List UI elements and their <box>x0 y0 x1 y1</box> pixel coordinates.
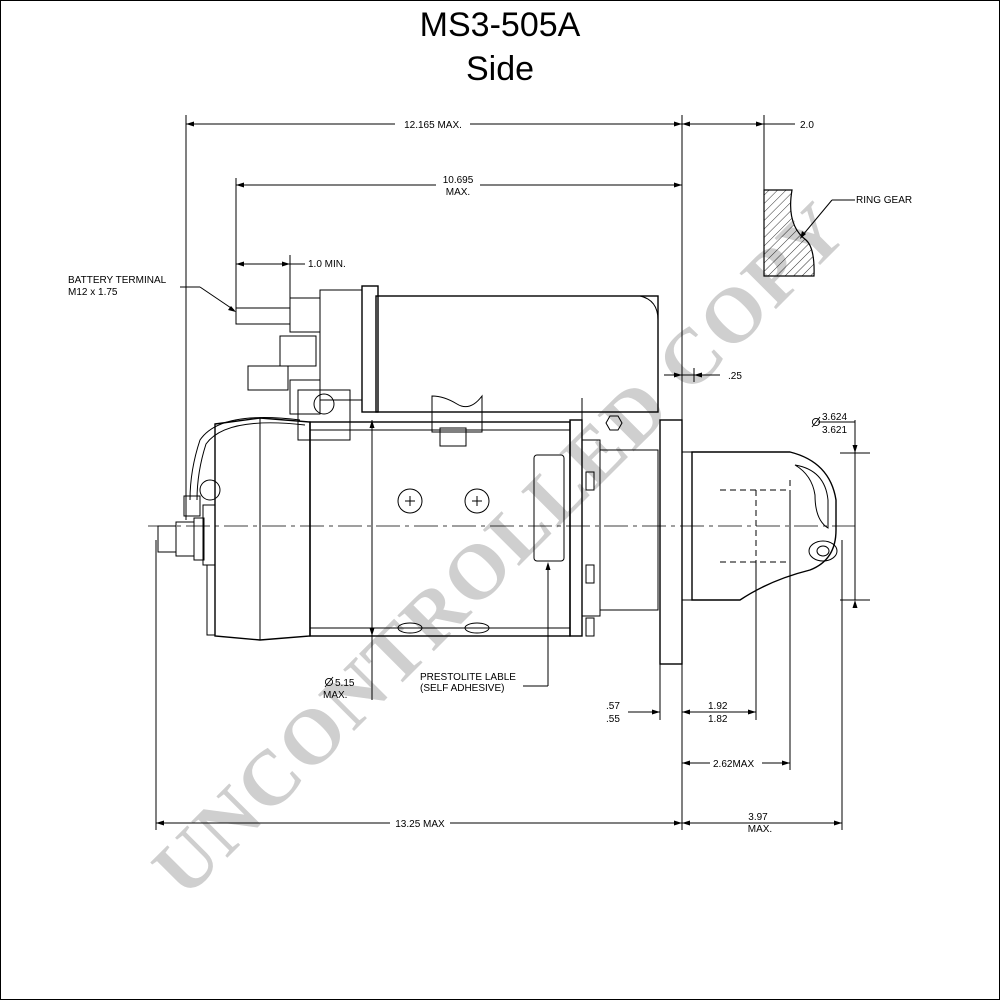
self-adhesive-label: (SELF ADHESIVE) <box>420 683 504 694</box>
dim-overall-max: 12.165 MAX. <box>404 120 462 131</box>
diameter-icon <box>324 676 334 688</box>
dim-body-max-unit: MAX. <box>446 187 470 198</box>
dim-nose-max: 2.62MAX <box>713 759 754 770</box>
dim-body-dia-unit: MAX. <box>323 690 347 701</box>
leader-lines <box>180 199 855 687</box>
dim-terminal-min: 1.0 MIN. <box>308 259 346 270</box>
dim-body-max-value: 10.695 <box>443 175 474 186</box>
solenoid <box>235 285 659 447</box>
watermark-text: UNCONTROLLED COPY <box>136 184 864 912</box>
dim-total-max: 13.25 MAX <box>395 819 445 830</box>
dim-body-dia-value: 5.15 <box>335 678 355 689</box>
diameter-icon <box>811 416 821 428</box>
ring-gear-label: RING GEAR <box>856 195 912 206</box>
dim-flange-lower: .55 <box>606 714 620 725</box>
dim-pilot-dia-lower: 3.621 <box>822 425 847 436</box>
dim-front-unit: MAX. <box>748 824 772 835</box>
prestolite-label: PRESTOLITE LABLE <box>420 672 516 683</box>
dimension-lines <box>156 121 858 826</box>
dim-pinion-upper: 1.92 <box>708 701 728 712</box>
dim-pilot-dia-upper: 3.624 <box>822 412 847 423</box>
model-title: MS3-505A <box>419 6 581 44</box>
starter-motor-body <box>157 417 838 665</box>
view-title: Side <box>465 50 535 88</box>
dim-flange-gap: .25 <box>728 371 742 382</box>
dim-front-value: 3.97 <box>748 812 768 823</box>
ring-gear-section <box>763 189 815 277</box>
battery-thread-label: M12 x 1.75 <box>68 287 118 298</box>
dim-flange-upper: .57 <box>606 701 620 712</box>
battery-terminal-label: BATTERY TERMINAL <box>68 275 167 286</box>
dim-pinion-lower: 1.82 <box>708 714 728 725</box>
dim-gear-width: 2.0 <box>800 120 814 131</box>
